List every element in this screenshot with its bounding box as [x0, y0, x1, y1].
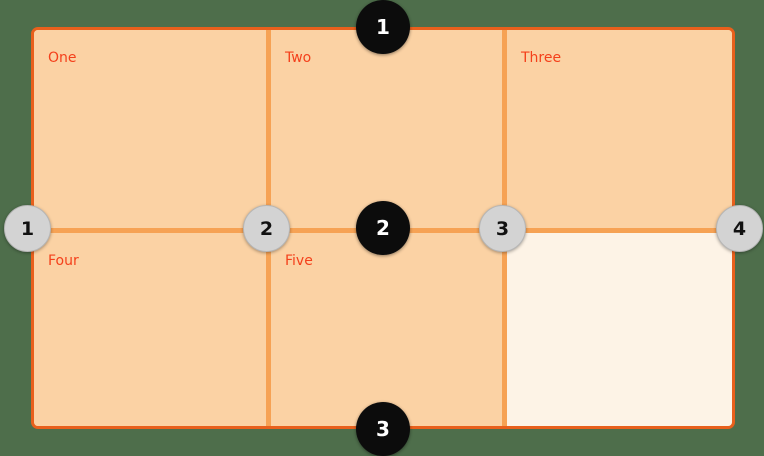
column-marker-label: 2 [259, 217, 274, 240]
grid-container: One Two Three Four Five [31, 27, 735, 429]
grid-cell-three[interactable]: Three [507, 30, 732, 228]
grid-cell-label: Five [285, 253, 313, 269]
row-marker-label: 2 [376, 216, 390, 240]
column-marker-label: 4 [732, 217, 747, 240]
row-marker-1[interactable]: 1 [356, 0, 410, 54]
column-marker-4[interactable]: 4 [716, 205, 763, 252]
column-marker-label: 3 [495, 217, 510, 240]
row-marker-label: 1 [376, 15, 390, 39]
grid-cell-empty[interactable] [507, 233, 732, 426]
grid-cell-label: Four [48, 253, 79, 269]
column-marker-3[interactable]: 3 [479, 205, 526, 252]
row-marker-2[interactable]: 2 [356, 201, 410, 255]
grid-cell-two[interactable]: Two [271, 30, 502, 228]
column-marker-label: 1 [20, 217, 35, 240]
row-marker-3[interactable]: 3 [356, 402, 410, 456]
column-marker-1[interactable]: 1 [4, 205, 51, 252]
grid-cell-label: One [48, 50, 77, 66]
grid-cell-four[interactable]: Four [34, 233, 266, 426]
grid-cell-label: Two [285, 50, 312, 66]
row-marker-label: 3 [376, 417, 390, 441]
column-marker-2[interactable]: 2 [243, 205, 290, 252]
grid-cell-label: Three [521, 50, 562, 66]
grid-cell-five[interactable]: Five [271, 233, 502, 426]
grid-cell-one[interactable]: One [34, 30, 266, 228]
